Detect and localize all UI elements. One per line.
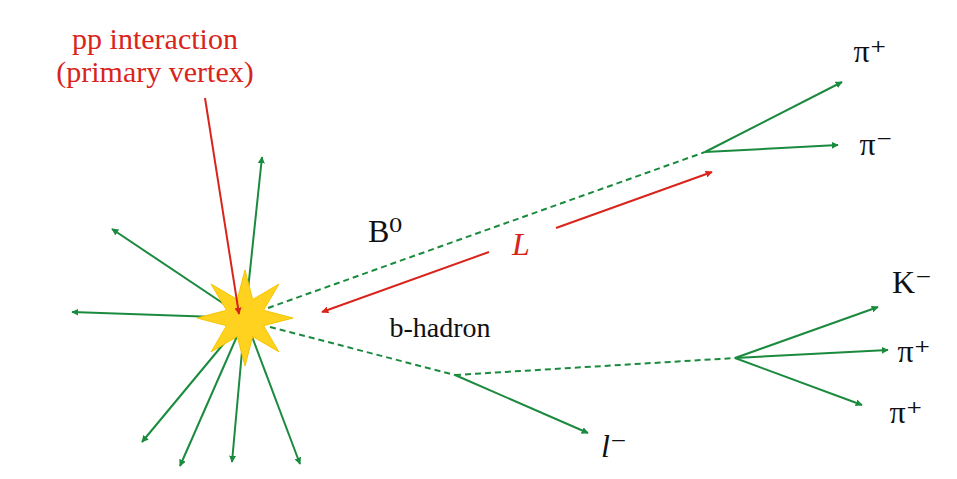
flight-paths [268, 152, 735, 375]
length-label: L [512, 227, 530, 262]
particle-label: l⁻ [601, 429, 627, 464]
decay-length-arrow [322, 172, 712, 312]
leader-line [205, 98, 239, 314]
length-arrow-part [322, 252, 489, 312]
particle-label: K⁻ [892, 265, 932, 300]
collision-star [197, 270, 293, 366]
track [705, 145, 838, 152]
particle-label: B⁰ [368, 214, 402, 249]
particle-label: b-hadron [389, 313, 490, 344]
track [245, 318, 300, 464]
b0-flight-path [268, 152, 705, 308]
particle-label: π⁻ [859, 127, 892, 162]
particle-label: π⁺ [889, 395, 922, 430]
lepton-track [455, 375, 588, 433]
particle-label: π⁺ [897, 334, 930, 369]
b-hadron-flight-path [455, 358, 735, 375]
prompt-tracks [72, 157, 300, 466]
track [735, 358, 862, 405]
particle-label: π⁺ [853, 34, 886, 69]
track [705, 82, 842, 152]
track [735, 350, 888, 358]
track [735, 307, 878, 358]
decay-tracks [455, 82, 888, 433]
length-arrow-part [556, 172, 712, 228]
track [180, 318, 245, 466]
vertex-callout: pp interaction (primary vertex) [35, 22, 275, 88]
